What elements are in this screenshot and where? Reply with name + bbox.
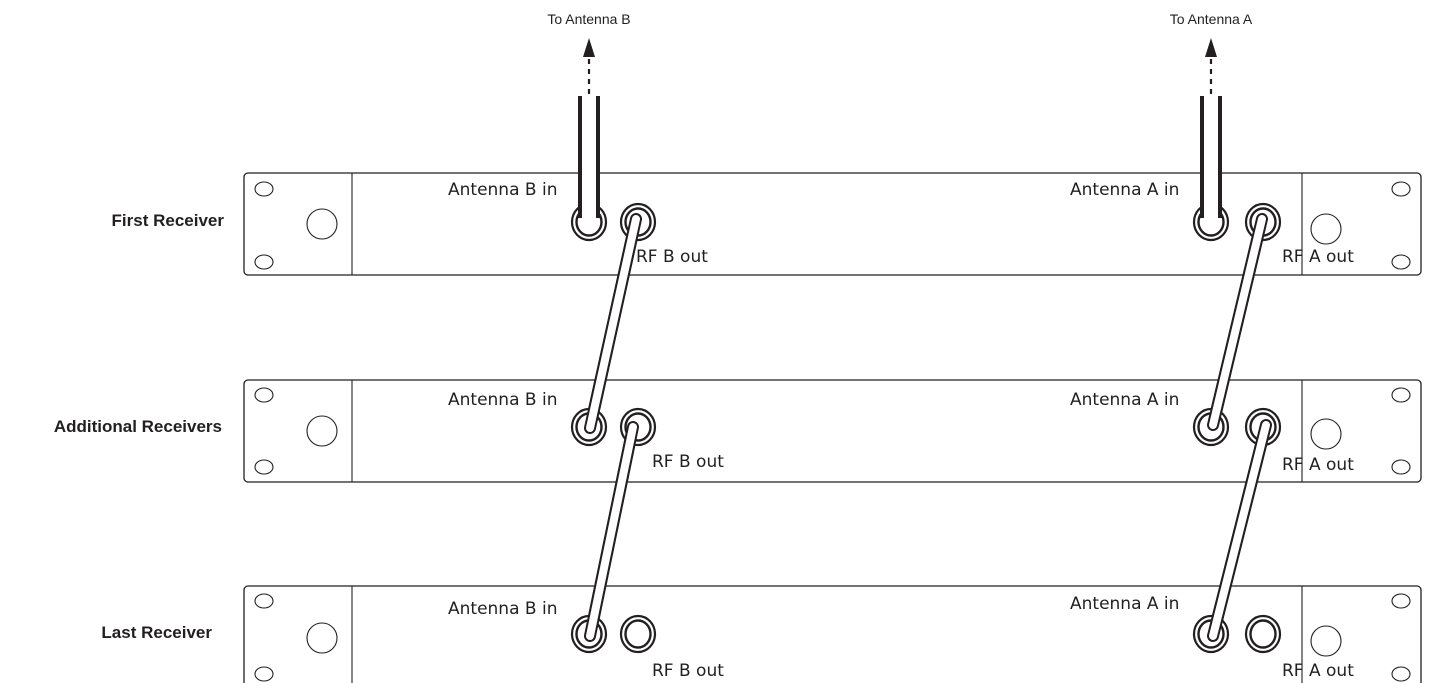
receiver-first: First Receiver Antenna B in RF B out Ant…: [112, 172, 1422, 276]
knob-icon: [1310, 213, 1342, 245]
cable-core: [586, 215, 640, 432]
coax-cable: [584, 421, 639, 642]
knob-icon: [306, 622, 338, 654]
receiver-chassis: [243, 585, 1422, 683]
mount-hole-icon: [1391, 181, 1411, 197]
mount-hole-icon: [254, 387, 274, 403]
cable-overlay: [584, 213, 1272, 642]
receiver-chassis: [243, 172, 1422, 276]
knob-icon: [1310, 625, 1342, 657]
arrow-up-icon: [1205, 38, 1217, 57]
mount-hole-icon: [254, 254, 274, 270]
bnc-connector-icon: [1244, 614, 1282, 654]
rf-a-out-label: RF A out: [1282, 661, 1354, 681]
mount-hole-icon: [254, 666, 274, 682]
receiver-label: Last Receiver: [101, 623, 212, 642]
mount-hole-icon: [254, 181, 274, 197]
mount-hole-icon: [1391, 387, 1411, 403]
connector-inner-ring: [624, 619, 652, 649]
mount-hole-icon: [254, 459, 274, 475]
mount-hole-icon: [1391, 459, 1411, 475]
cable-core: [1209, 421, 1270, 640]
mount-hole-icon: [1391, 666, 1411, 682]
feed-core: [1204, 96, 1218, 218]
cable-core: [1209, 215, 1266, 429]
antenna-a-in-label: Antenna A in: [1070, 180, 1179, 200]
knob-icon: [1310, 418, 1342, 450]
antenna-b-in-label: Antenna B in: [448, 390, 557, 410]
rf-b-out-label: RF B out: [652, 452, 724, 472]
coax-cable: [1207, 419, 1272, 642]
antenna-a-in-label: Antenna A in: [1070, 594, 1179, 614]
receiver-last: Last Receiver Antenna B in RF B out Ante…: [101, 585, 1422, 683]
arrow-up-icon: [583, 38, 595, 57]
knob-icon: [306, 415, 338, 447]
rf-a-out-label: RF A out: [1282, 455, 1354, 475]
coax-cable: [1207, 213, 1268, 431]
knob-icon: [306, 208, 338, 240]
antenna-b-in-label: Antenna B in: [448, 180, 557, 200]
cable-core: [586, 423, 637, 640]
connector-inner-ring: [624, 412, 652, 442]
receiver-label: First Receiver: [112, 211, 225, 230]
to-antenna-a-label: To Antenna A: [1170, 11, 1253, 27]
mount-hole-icon: [254, 593, 274, 609]
antenna-b-in-label: Antenna B in: [448, 599, 557, 619]
rf-a-out-label: RF A out: [1282, 247, 1354, 267]
receiver-additional: Additional Receivers Antenna B in RF B o…: [54, 379, 1422, 483]
receiver-label: Additional Receivers: [54, 417, 222, 436]
feed-overlay: [578, 96, 1222, 218]
rf-b-out-label: RF B out: [636, 247, 708, 267]
bnc-connector-icon: [619, 614, 657, 654]
mount-hole-icon: [1391, 254, 1411, 270]
antenna-a-in-label: Antenna A in: [1070, 390, 1179, 410]
mount-hole-icon: [1391, 593, 1411, 609]
rf-b-out-label: RF B out: [652, 661, 724, 681]
to-antenna-b-label: To Antenna B: [547, 11, 630, 27]
connector-inner-ring: [1249, 619, 1277, 649]
feed-core: [582, 96, 596, 218]
coax-cable: [584, 213, 642, 434]
receiver-chassis: [243, 379, 1422, 483]
